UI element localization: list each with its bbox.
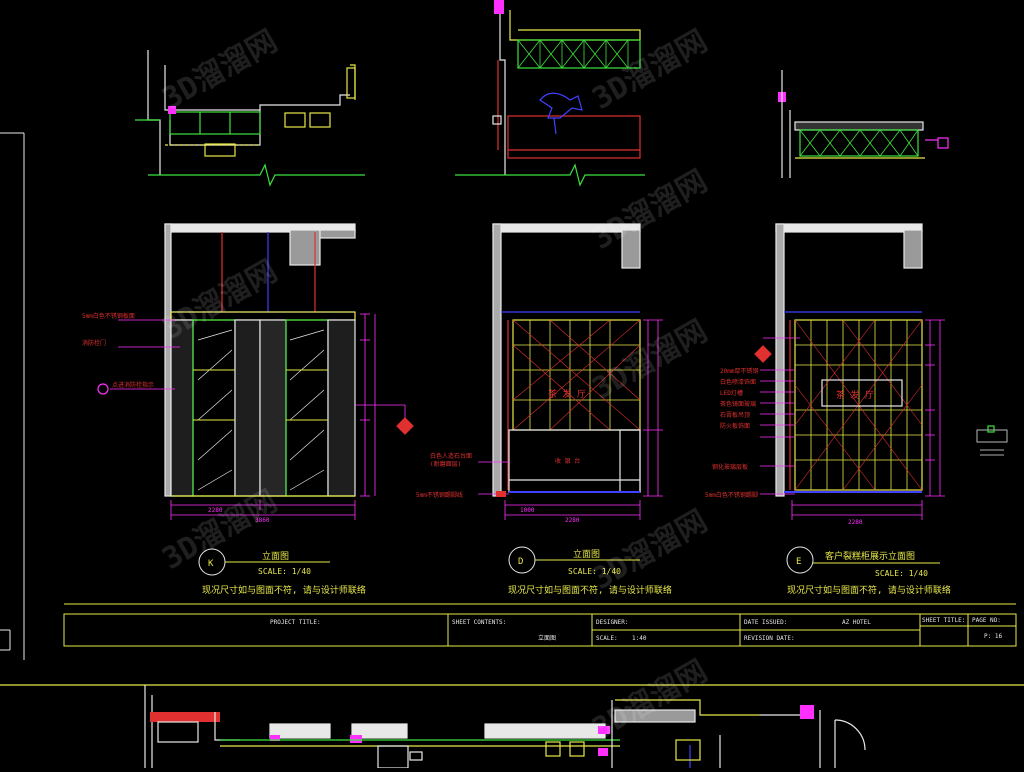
- label-e-note: 现况尺寸如与图面不符, 请与设计师联络: [787, 584, 951, 596]
- watermark-7: 3D溜溜网: [587, 504, 714, 597]
- label-d-scale: SCALE: 1/40: [568, 567, 621, 576]
- label-k-id: K: [208, 559, 214, 569]
- elevation-e-callout-1: 白色喷漆饰面: [720, 378, 756, 386]
- elevation-d-callout-0: 白色人造石台面: [430, 452, 472, 460]
- label-e: E 客户裂糕柜展示立面图 SCALE: 1/40 现况尺寸如与图面不符, 请与设…: [786, 546, 951, 596]
- watermark-4: 3D溜溜网: [587, 164, 714, 257]
- label-k-scale: SCALE: 1/40: [258, 567, 311, 576]
- label-e-title: 客户裂糕柜展示立面图: [825, 550, 915, 562]
- elevation-d-texts: 茶 发 厅 收 银 台 白色人造石台面 (耐磨面层) 5mm不锈钢踢脚线: [416, 388, 586, 499]
- elevation-e-callout-3: 茶色镜面玻璃: [720, 400, 756, 408]
- label-k-note: 现况尺寸如与图面不符, 请与设计师联络: [202, 584, 366, 596]
- elevation-e-callout-7: 5mm白色不锈钢踢脚: [705, 491, 758, 499]
- bottom-floor-plan: [0, 684, 1024, 769]
- section-e-plan: [778, 70, 949, 178]
- label-d-title: 立面图: [573, 548, 600, 560]
- elevation-k-callouts: 5mm白色不锈钢板面 消防栓门 点进消防栓指示: [82, 312, 154, 389]
- elevation-k-callout-0: 5mm白色不锈钢板面: [82, 312, 135, 320]
- watermark-5: 3D溜溜网: [587, 314, 714, 407]
- elevation-e-dim-0: 2280: [848, 519, 863, 526]
- elevation-k-dim-1: 3860: [255, 517, 270, 524]
- label-d: D 立面图 SCALE: 1/40 现况尺寸如与图面不符, 请与设计师联络: [508, 546, 672, 596]
- elevation-k: [97, 223, 414, 520]
- revision-date-label: REVISION DATE:: [744, 635, 795, 642]
- elevation-e-dims: 2280: [848, 519, 863, 526]
- elevation-d-dims: 1000 2280: [520, 507, 580, 524]
- scale-label: SCALE:: [596, 635, 618, 642]
- scale-value: 1:40: [632, 635, 647, 642]
- elevation-k-dim-0: 2280: [208, 507, 223, 514]
- project-title-label: PROJECT TITLE:: [270, 619, 321, 626]
- elevation-d: [478, 223, 663, 520]
- sheet-contents-label: SHEET CONTENTS:: [452, 619, 506, 626]
- elevation-k-callout-2: 点进消防栓指示: [112, 381, 154, 389]
- date-issued-label: DATE ISSUED:: [744, 619, 787, 626]
- label-k-title: 立面图: [262, 550, 289, 562]
- label-k: K 立面图 SCALE: 1/40 现况尺寸如与图面不符, 请与设计师联络: [198, 548, 366, 596]
- elevation-e-sign-text: 茶 发 厅: [836, 389, 874, 401]
- title-block-text: PROJECT TITLE: SHEET CONTENTS: 立面图 DESIG…: [270, 617, 1002, 642]
- section-d-plan: [455, 0, 645, 187]
- watermark-2: 3D溜溜网: [587, 24, 714, 117]
- sheet-title-label: SHEET TITLE:: [922, 617, 965, 624]
- elevation-d-counter-text: 收 银 台: [555, 457, 580, 465]
- elevation-e-callout-0: 20mm厚不锈钢: [720, 367, 758, 375]
- elevation-e: [754, 223, 1008, 520]
- label-d-note: 现况尺寸如与图面不符, 请与设计师联络: [508, 584, 672, 596]
- watermark-1: 3D溜溜网: [157, 24, 284, 117]
- hotel-label: AZ HOTEL: [842, 619, 871, 626]
- elevation-d-dim-1: 2280: [565, 517, 580, 524]
- section-k-plan: [135, 50, 365, 187]
- label-d-id: D: [518, 557, 523, 567]
- label-e-id: E: [796, 557, 801, 567]
- elevation-d-sign-text: 茶 发 厅: [548, 388, 586, 400]
- sheet-contents-value: 立面图: [538, 634, 556, 642]
- elevation-k-callout-1: 消防栓门: [82, 339, 106, 347]
- elevation-e-texts: 茶 发 厅 20mm厚不锈钢 白色喷漆饰面 LED灯槽 茶色镜面玻璃 石膏板吊顶…: [705, 367, 874, 499]
- left-edge-fragment: [0, 132, 25, 660]
- elevation-d-callout-1: (耐磨面层): [430, 460, 461, 468]
- elevation-e-callout-5: 防火板饰面: [720, 422, 750, 430]
- label-e-scale: SCALE: 1/40: [875, 569, 928, 578]
- elevation-d-callout-2: 5mm不锈钢踢脚线: [416, 491, 463, 499]
- elevation-e-callout-2: LED灯槽: [720, 389, 743, 397]
- page-no-value: P: 16: [984, 633, 1002, 640]
- page-no-label: PAGE NO:: [972, 617, 1001, 624]
- watermark-6: 3D溜溜网: [157, 484, 284, 577]
- elevation-k-dims: 2280 3860: [208, 507, 270, 524]
- elevation-e-callout-6: 钢化玻璃层板: [712, 463, 748, 471]
- designer-label: DESIGNER:: [596, 619, 629, 626]
- title-block: [63, 603, 1017, 647]
- elevation-d-dim-0: 1000: [520, 507, 535, 514]
- elevation-e-callout-4: 石膏板吊顶: [720, 411, 750, 419]
